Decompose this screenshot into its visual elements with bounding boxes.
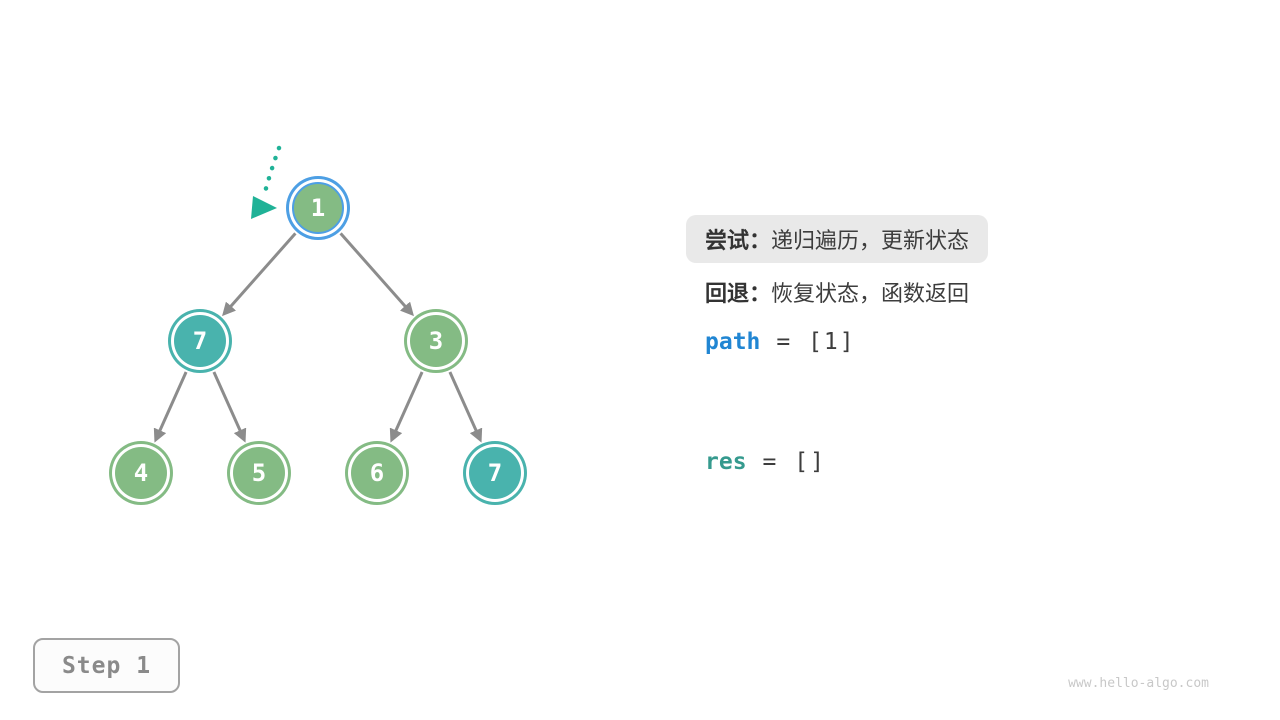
res-variable-line: res = [] bbox=[705, 449, 826, 475]
tree-edges-layer bbox=[153, 145, 483, 443]
legend-backtrack: 回退：恢复状态，函数返回 bbox=[705, 276, 969, 308]
legend-backtrack-text: 恢复状态，函数返回 bbox=[771, 281, 970, 306]
res-variable-value: = [] bbox=[762, 449, 826, 475]
legend-try-highlighted: 尝试：递归遍历，更新状态 bbox=[686, 215, 989, 263]
watermark-url: www.hello-algo.com bbox=[1068, 676, 1209, 691]
legend-try-label: 尝试： bbox=[705, 228, 772, 253]
tree-edge bbox=[222, 232, 297, 317]
tree-edge bbox=[389, 371, 424, 443]
path-variable-value: = [1] bbox=[776, 329, 856, 355]
tree-node-5: 5 bbox=[233, 447, 285, 499]
tree-edge bbox=[339, 232, 414, 317]
tree-node-1-current: 1 bbox=[292, 182, 344, 234]
tree-node-6: 6 bbox=[351, 447, 403, 499]
res-variable-name: res bbox=[705, 449, 747, 475]
tree-node-4: 4 bbox=[115, 447, 167, 499]
tree-edge bbox=[448, 371, 483, 443]
tree-node-7-right: 7 bbox=[469, 447, 521, 499]
current-pointer-arrowhead-icon bbox=[251, 196, 277, 219]
step-badge: Step 1 bbox=[33, 638, 180, 693]
path-variable-line: path = [1] bbox=[705, 329, 856, 355]
legend-backtrack-label: 回退： bbox=[705, 281, 772, 306]
tree-edge bbox=[153, 371, 188, 443]
legend-try-text: 递归遍历，更新状态 bbox=[771, 228, 970, 253]
tree-node-3: 3 bbox=[410, 315, 462, 367]
tree-node-7-left: 7 bbox=[174, 315, 226, 367]
tree-edge bbox=[212, 371, 247, 443]
path-variable-name: path bbox=[705, 329, 761, 355]
current-pointer-dotted-line bbox=[262, 145, 282, 195]
